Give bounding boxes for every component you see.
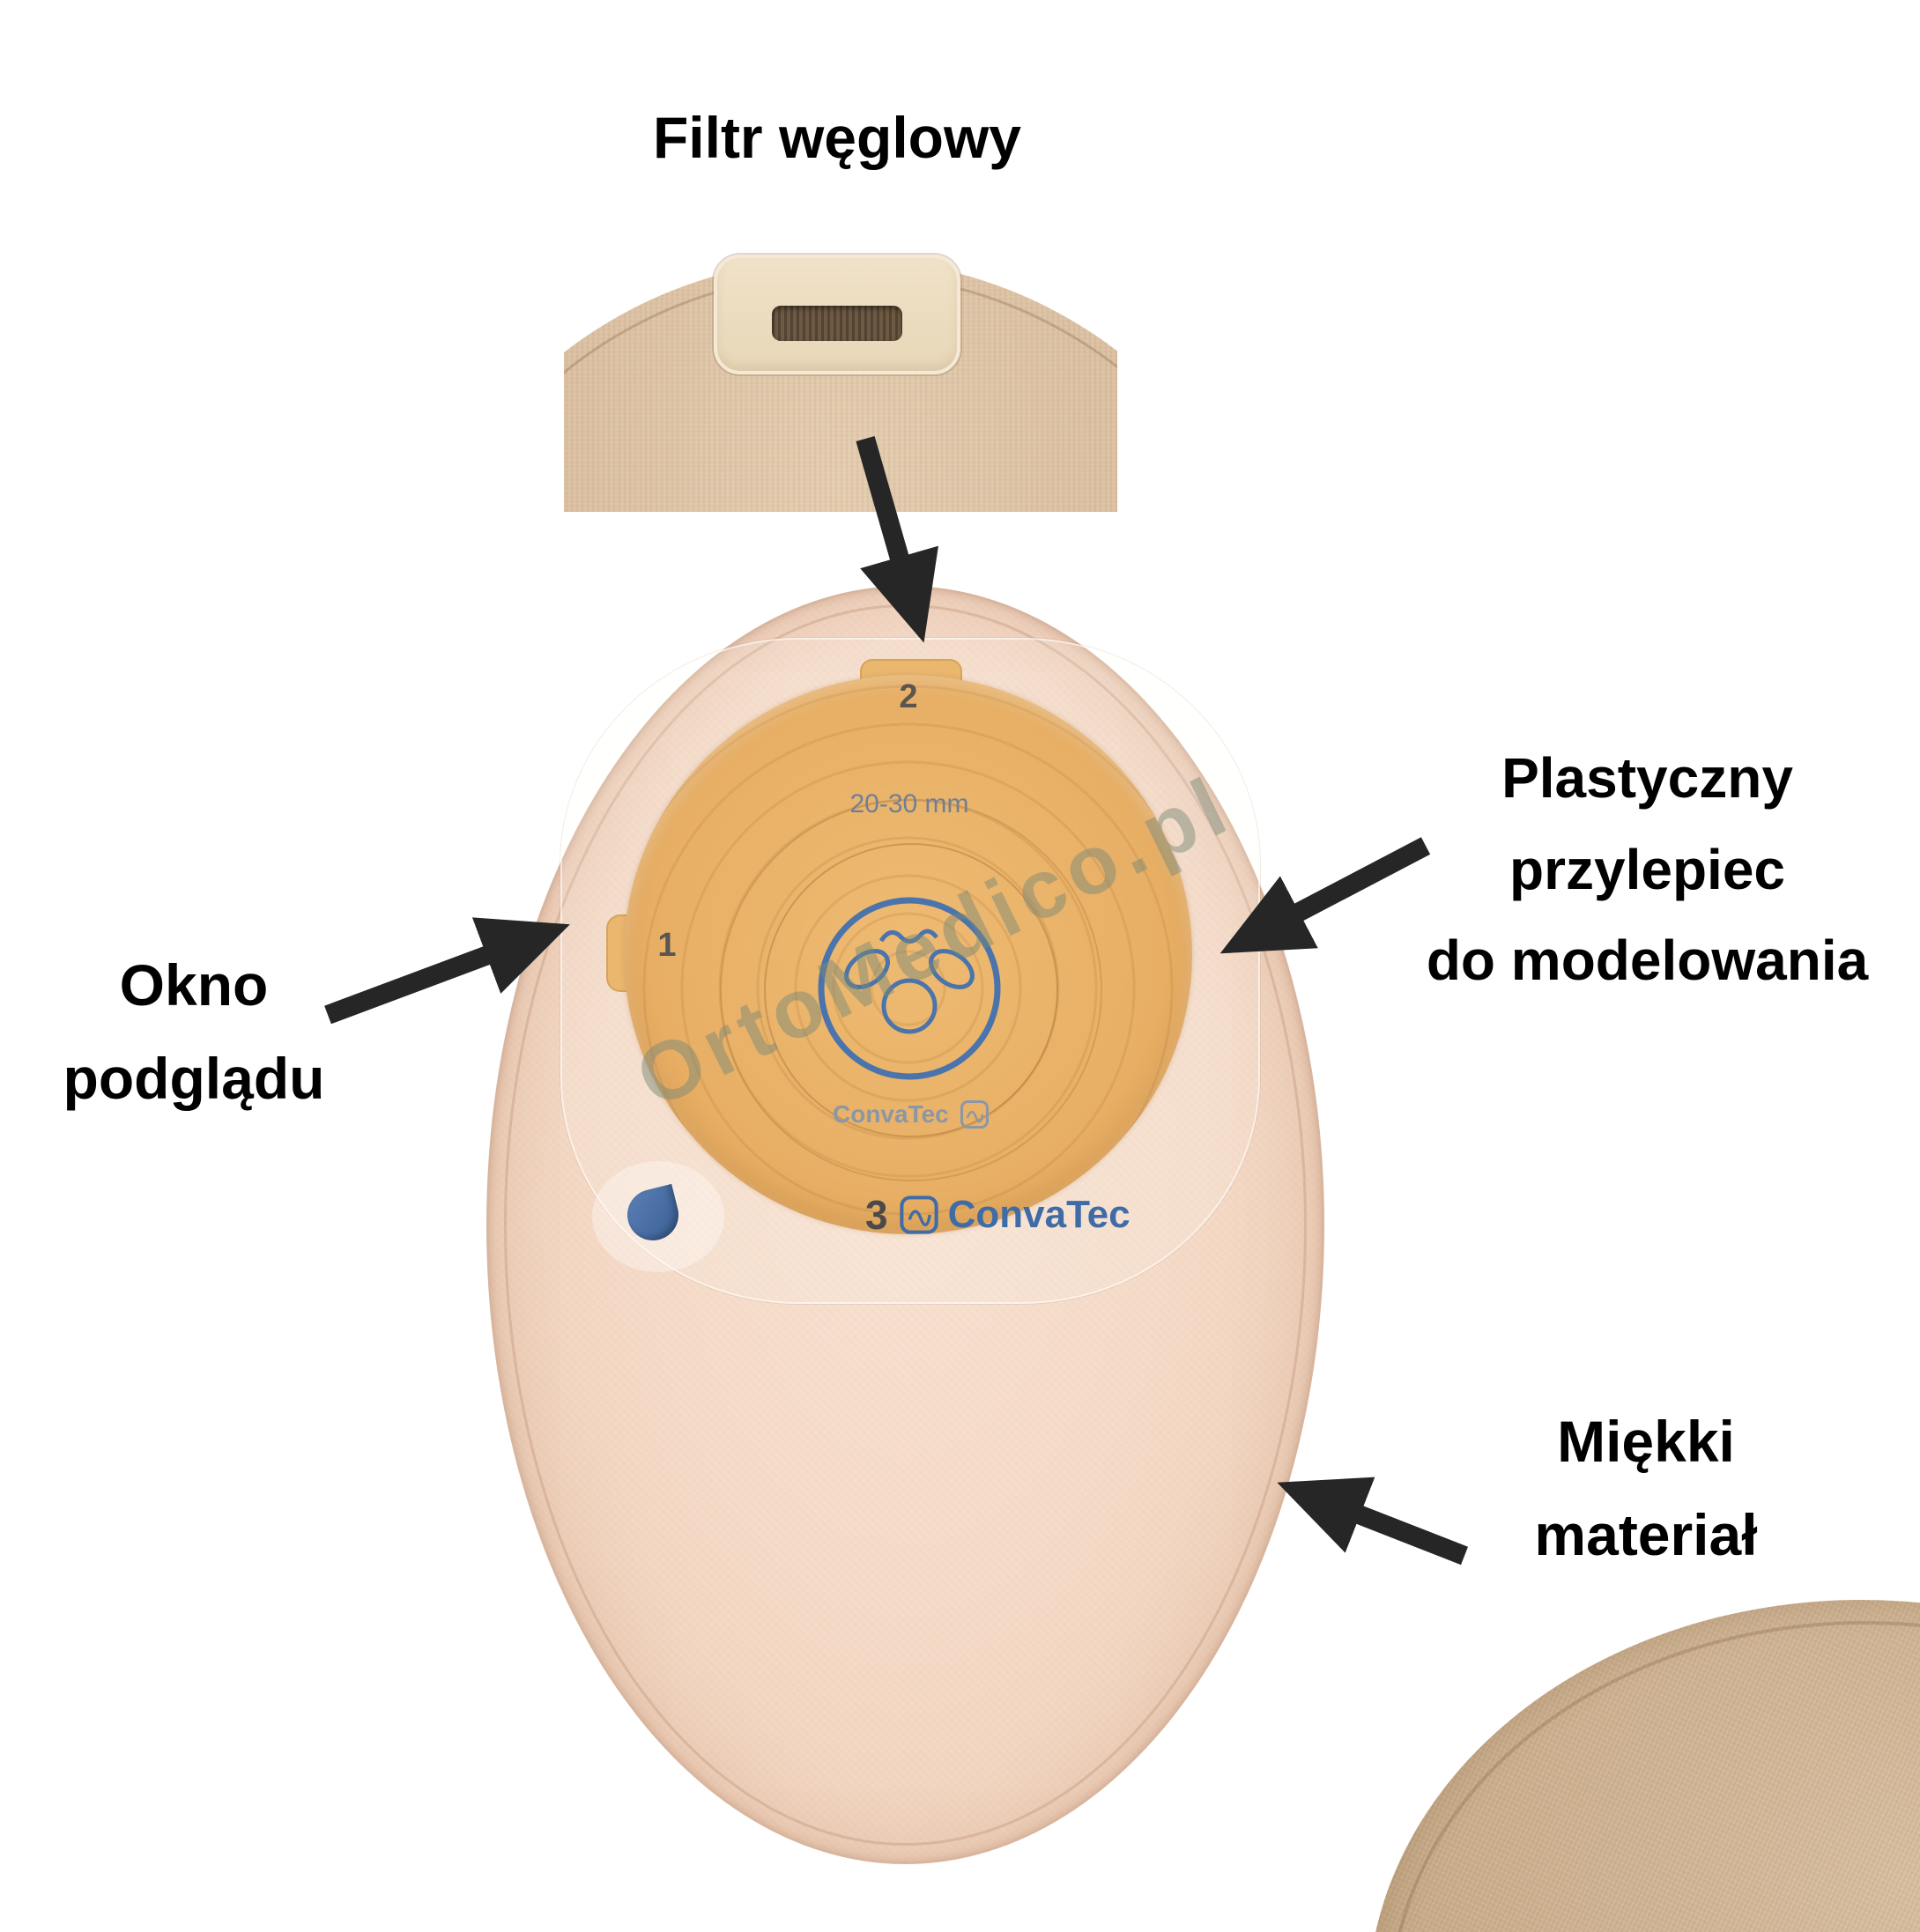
convatec-small-text: ConvaTec <box>833 1100 949 1128</box>
size-range-text: 20-30 mm <box>849 789 969 818</box>
label-viewing-window-line2: podglądu <box>63 1045 325 1111</box>
convatec-logo-icon <box>899 1195 938 1234</box>
cut-guide-ring-outer <box>720 799 1102 1181</box>
logo-frame <box>960 1100 989 1129</box>
logo-wave <box>966 1110 983 1123</box>
guide-right-mark <box>929 949 975 989</box>
label-soft-material-line2: materiał <box>1534 1501 1758 1567</box>
label-soft-material-line1: Miękki <box>1557 1409 1735 1474</box>
guide-left-mark <box>844 949 890 989</box>
convatec-logo-icon <box>960 1100 989 1129</box>
stoma-cut-guide-icon <box>818 897 1001 1080</box>
label-carbon-filter: Filtr węglowy <box>652 105 1022 170</box>
guide-center-circle <box>881 978 938 1034</box>
arrow-soft-material-icon <box>1277 1477 1469 1566</box>
soft-material-closeup-image <box>1350 1573 1920 1932</box>
label-viewing-window: Okno podglądu <box>35 939 352 1125</box>
guide-outer-ring <box>818 897 1001 1080</box>
label-moldable-adhesive-line2: przylepiec <box>1509 837 1786 901</box>
tab-number-1: 1 <box>657 927 677 964</box>
bottom-number: 3 <box>865 1192 888 1238</box>
logo-wave <box>908 1210 931 1226</box>
convatec-large-text: ConvaTec <box>947 1193 1131 1236</box>
carbon-filter-patch <box>714 255 960 374</box>
carbon-filter-closeup-image <box>564 241 1117 512</box>
label-moldable-adhesive: Plastyczny przylepiec do modelowania <box>1375 733 1920 1007</box>
label-moldable-adhesive-line3: do modelowania <box>1426 929 1869 993</box>
label-soft-material: Miękki materiał <box>1461 1395 1831 1581</box>
carbon-filter-slot <box>772 306 902 341</box>
guide-top-squiggle <box>878 929 938 944</box>
logo-frame <box>899 1195 938 1234</box>
baseplate-brand-row: ConvaTec <box>833 1099 990 1129</box>
label-moldable-adhesive-line1: Plastyczny <box>1501 746 1793 810</box>
pouch-brand-row: 3 ConvaTec <box>865 1191 1131 1239</box>
tab-number-2: 2 <box>899 678 918 715</box>
label-viewing-window-line1: Okno <box>119 952 269 1018</box>
